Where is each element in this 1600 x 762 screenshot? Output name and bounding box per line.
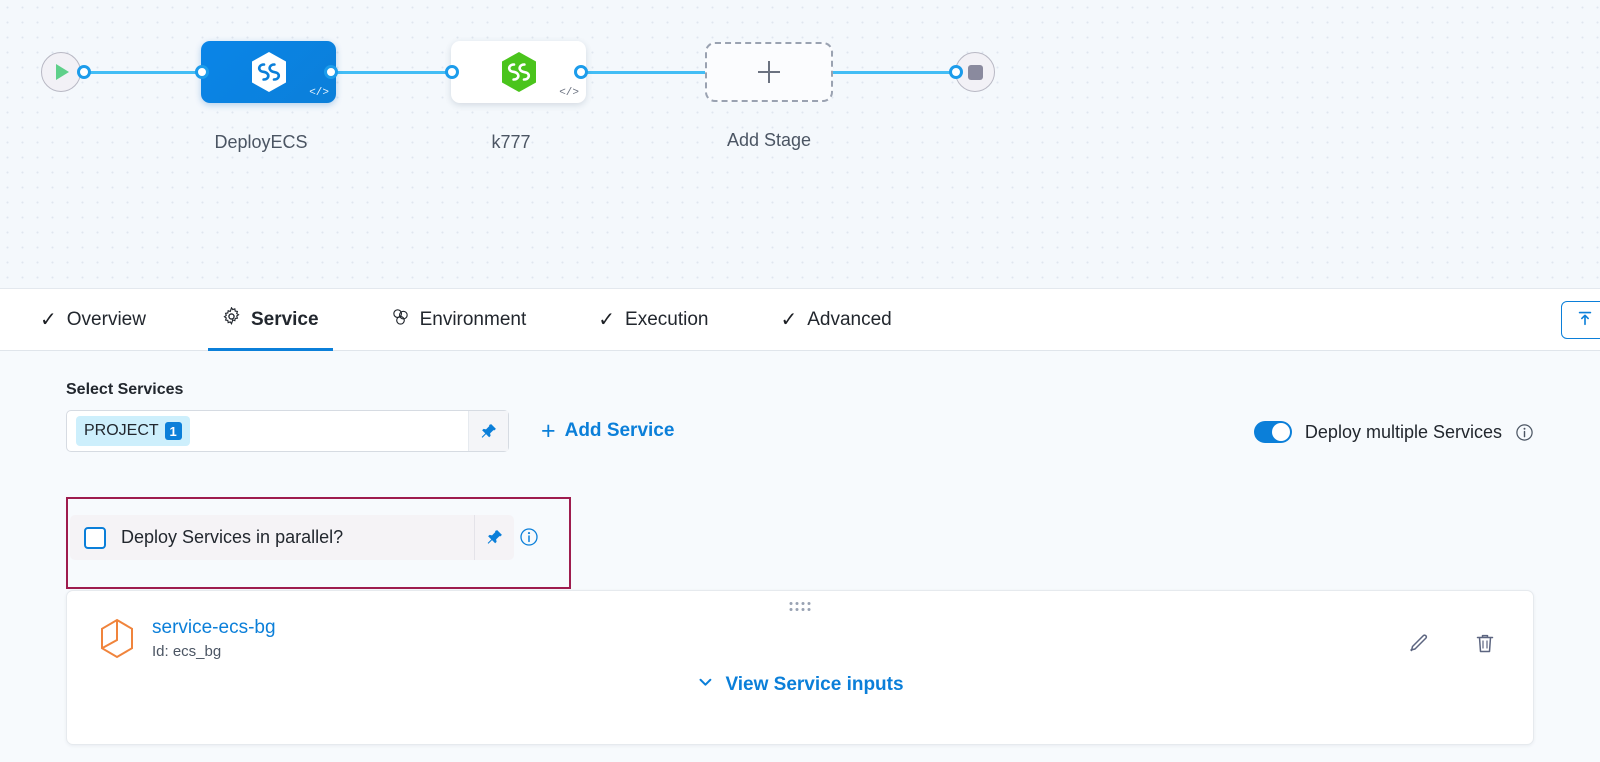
pin-icon bbox=[481, 423, 496, 438]
stop-icon bbox=[967, 64, 983, 80]
deploy-multiple-services-label: Deploy multiple Services bbox=[1304, 421, 1502, 442]
harness-hexagon-icon bbox=[501, 52, 536, 92]
check-icon: ✓ bbox=[598, 308, 616, 331]
service-card-actions bbox=[1407, 631, 1497, 655]
tab-service[interactable]: Service bbox=[207, 289, 333, 351]
service-hexagon-icon bbox=[101, 618, 133, 658]
select-services-row: PROJECT 1 + Add Service bbox=[66, 410, 1534, 452]
add-service-button[interactable]: + Add Service bbox=[541, 416, 675, 445]
stage-config-tabbar: ✓ Overview Service Environment ✓ Executi… bbox=[0, 289, 1600, 351]
select-services-label: Select Services bbox=[66, 381, 184, 398]
connector-dot-end bbox=[949, 65, 963, 79]
wire-addstage-to-end bbox=[830, 71, 958, 74]
tab-service-label: Service bbox=[250, 308, 319, 330]
view-service-inputs-button[interactable]: View Service inputs bbox=[696, 673, 904, 697]
parallel-pin-button[interactable] bbox=[474, 515, 514, 560]
service-id-text: Id: ecs_bg bbox=[152, 643, 222, 660]
pipeline-canvas[interactable]: </> DeployECS </> k777 Add Stage bbox=[0, 0, 1600, 289]
pin-icon bbox=[487, 530, 502, 544]
code-view-icon[interactable]: </> bbox=[309, 87, 329, 99]
tab-execution[interactable]: ✓ Execution bbox=[584, 289, 722, 351]
stage-node-deployecs[interactable]: </> bbox=[201, 41, 336, 103]
save-up-arrow-icon bbox=[1576, 309, 1594, 332]
deploy-multiple-services-control[interactable]: Deploy multiple Services bbox=[1253, 421, 1534, 443]
code-view-icon[interactable]: </> bbox=[559, 87, 579, 99]
deploy-in-parallel-row[interactable]: Deploy Services in parallel? bbox=[70, 515, 514, 560]
info-icon[interactable] bbox=[1515, 423, 1534, 442]
wire-stage2-to-addstage bbox=[580, 71, 708, 74]
deploy-in-parallel-label: Deploy Services in parallel? bbox=[121, 527, 344, 547]
connector-dot-stage1-out bbox=[324, 65, 338, 79]
view-service-inputs-label: View Service inputs bbox=[725, 674, 904, 695]
tab-environment-label: Environment bbox=[419, 308, 527, 330]
environment-icon bbox=[391, 307, 410, 332]
wire-start-to-stage1 bbox=[84, 71, 210, 74]
stage-node-k777[interactable]: </> bbox=[451, 41, 586, 103]
add-stage-button[interactable] bbox=[705, 42, 833, 102]
trash-icon[interactable] bbox=[1473, 631, 1497, 655]
connector-dot-stage2-out bbox=[574, 65, 588, 79]
tab-overview-label: Overview bbox=[66, 308, 146, 330]
connector-dot-stage2-in bbox=[445, 65, 459, 79]
gear-icon bbox=[222, 306, 241, 332]
tab-overview[interactable]: ✓ Overview bbox=[26, 289, 160, 351]
save-button[interactable]: S bbox=[1560, 301, 1600, 339]
harness-hexagon-icon bbox=[251, 52, 286, 92]
chevron-down-icon bbox=[696, 673, 714, 697]
services-multiselect-input[interactable]: PROJECT 1 bbox=[66, 410, 509, 452]
plus-icon: + bbox=[541, 416, 556, 445]
deploy-multiple-services-toggle[interactable] bbox=[1253, 421, 1292, 443]
deploy-in-parallel-checkbox[interactable] bbox=[84, 526, 106, 549]
pipeline-start-node[interactable] bbox=[41, 52, 81, 92]
connector-dot-stage1-in bbox=[195, 65, 209, 79]
play-icon bbox=[56, 64, 69, 80]
tab-execution-label: Execution bbox=[625, 308, 709, 330]
check-icon: ✓ bbox=[780, 308, 798, 331]
stage-label-deployecs: DeployECS bbox=[214, 132, 308, 152]
services-pin-button[interactable] bbox=[468, 411, 508, 451]
wire-stage1-to-stage2 bbox=[330, 71, 458, 74]
parallel-highlight-box bbox=[66, 497, 571, 589]
drag-handle-icon[interactable] bbox=[789, 602, 811, 611]
add-service-label: Add Service bbox=[564, 420, 675, 441]
selected-service-chip[interactable]: PROJECT 1 bbox=[76, 416, 190, 446]
parallel-info-icon[interactable] bbox=[519, 527, 539, 547]
connector-dot-start bbox=[77, 65, 91, 79]
chip-count-badge: 1 bbox=[164, 422, 182, 440]
add-stage-label: Add Stage bbox=[726, 130, 812, 150]
service-card-main: service-ecs-bg Id: ecs_bg bbox=[98, 617, 276, 660]
chip-label: PROJECT bbox=[84, 422, 159, 439]
service-card[interactable]: service-ecs-bg Id: ecs_bg View Service i… bbox=[66, 590, 1534, 745]
service-name-link[interactable]: service-ecs-bg bbox=[152, 617, 276, 638]
tab-advanced[interactable]: ✓ Advanced bbox=[766, 289, 905, 351]
plus-icon-vertical bbox=[767, 61, 771, 83]
pencil-icon[interactable] bbox=[1407, 631, 1431, 655]
check-icon: ✓ bbox=[40, 308, 57, 331]
tab-advanced-label: Advanced bbox=[807, 308, 892, 330]
stage-label-k777: k777 bbox=[491, 132, 531, 152]
tab-environment[interactable]: Environment bbox=[377, 289, 541, 351]
